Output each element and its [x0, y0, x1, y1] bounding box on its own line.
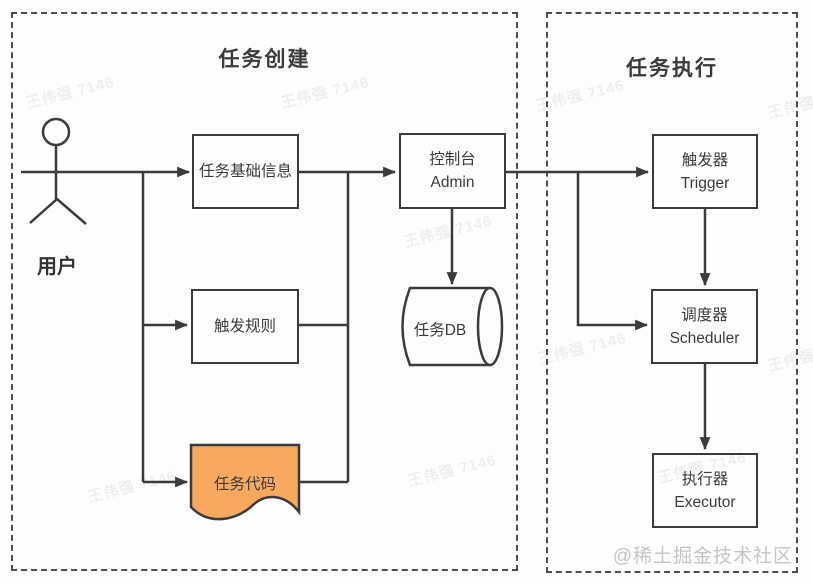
task-code-label: 任务代码 [213, 476, 276, 493]
node-label-zh: 控制台 [429, 151, 476, 168]
node-label: 触发规则 [213, 318, 276, 335]
community-watermark: @稀土掘金技术社区 [612, 546, 793, 567]
group-task-execution: 任务执行 [546, 12, 798, 573]
group-title-task-execution: 任务执行 [626, 57, 718, 80]
node-label-zh: 执行器 [681, 470, 729, 488]
node-label-zh: 调度器 [681, 306, 728, 324]
group-task-creation: 任务创建 [11, 12, 518, 571]
node-task-basic-info: 任务基础信息 [192, 134, 299, 209]
actor-legs [29, 197, 87, 225]
database-icon [401, 286, 504, 367]
node-label-en: Scheduler [669, 329, 740, 347]
document-icon [189, 443, 301, 521]
actor-icon [29, 117, 87, 225]
node-label-en: Trigger [680, 174, 730, 192]
node-label-en: Executor [674, 493, 736, 511]
database-body [401, 286, 490, 367]
actor-label: 用户 [37, 256, 77, 278]
node-label: 任务基础信息 [198, 163, 292, 180]
group-title-task-creation: 任务创建 [218, 48, 311, 71]
node-label-zh: 触发器 [681, 151, 729, 169]
node-scheduler: 调度器 Scheduler [651, 289, 758, 364]
node-trigger-rules: 触发规则 [191, 289, 299, 364]
database-end-cap [476, 286, 504, 367]
database-label: 任务DB [413, 322, 467, 339]
connector-branch-to-scheduler [576, 172, 649, 331]
actor-head [41, 117, 71, 147]
node-trigger: 触发器 Trigger [652, 134, 758, 209]
node-label-en: Admin [430, 174, 475, 191]
node-console-admin: 控制台 Admin [399, 133, 506, 209]
node-executor: 执行器 Executor [652, 453, 758, 528]
